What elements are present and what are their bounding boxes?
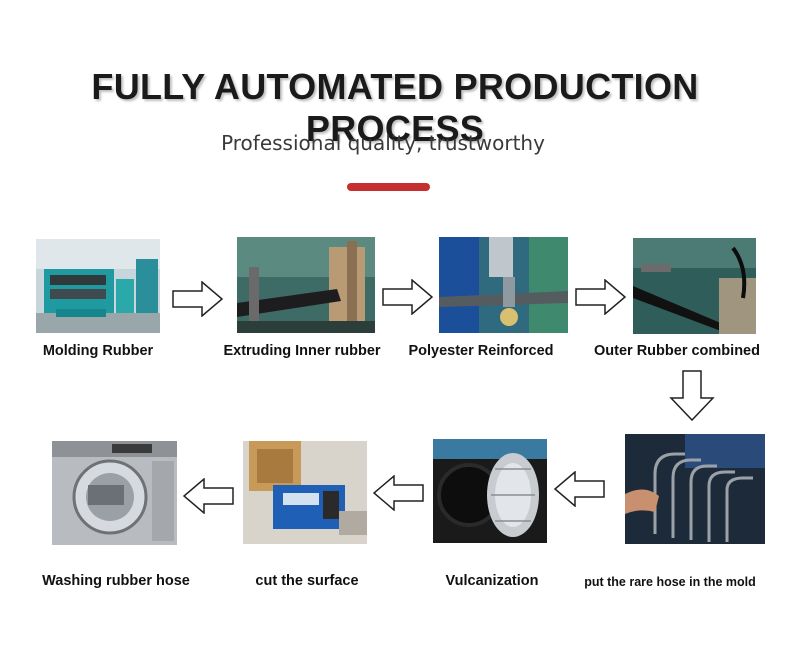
step-label: Polyester Reinforced xyxy=(408,343,554,359)
page-subtitle: Professional quality, trustworthy xyxy=(221,131,545,155)
vulcanization-tank-photo xyxy=(433,439,547,543)
step-label: Extruding Inner rubber xyxy=(223,343,381,359)
arrow-left-icon xyxy=(553,471,605,507)
page-title: FULLY AUTOMATED PRODUCTION PROCESS xyxy=(91,66,699,149)
step-label: Outer Rubber combined xyxy=(594,343,760,359)
step-label: cut the surface xyxy=(255,573,359,589)
outer-extrusion-photo xyxy=(633,238,756,334)
accent-divider xyxy=(347,183,430,191)
cutting-machine-photo xyxy=(243,441,367,544)
step-label: put the rare hose in the mold xyxy=(584,575,756,589)
arrow-down-icon xyxy=(669,370,715,422)
arrow-left-icon xyxy=(372,475,424,511)
braiding-machine-photo xyxy=(439,237,568,333)
arrow-right-icon xyxy=(575,279,627,315)
step-label: Vulcanization xyxy=(445,573,539,589)
extruder-photo xyxy=(237,237,375,333)
washing-machine-photo xyxy=(52,441,177,545)
hose-mold-photo xyxy=(625,434,765,544)
arrow-left-icon xyxy=(182,478,234,514)
arrow-right-icon xyxy=(172,281,224,317)
step-label: Molding Rubber xyxy=(42,343,154,359)
step-label: Washing rubber hose xyxy=(42,573,190,589)
rubber-mixing-mill-photo xyxy=(36,239,160,333)
arrow-right-icon xyxy=(382,279,434,315)
